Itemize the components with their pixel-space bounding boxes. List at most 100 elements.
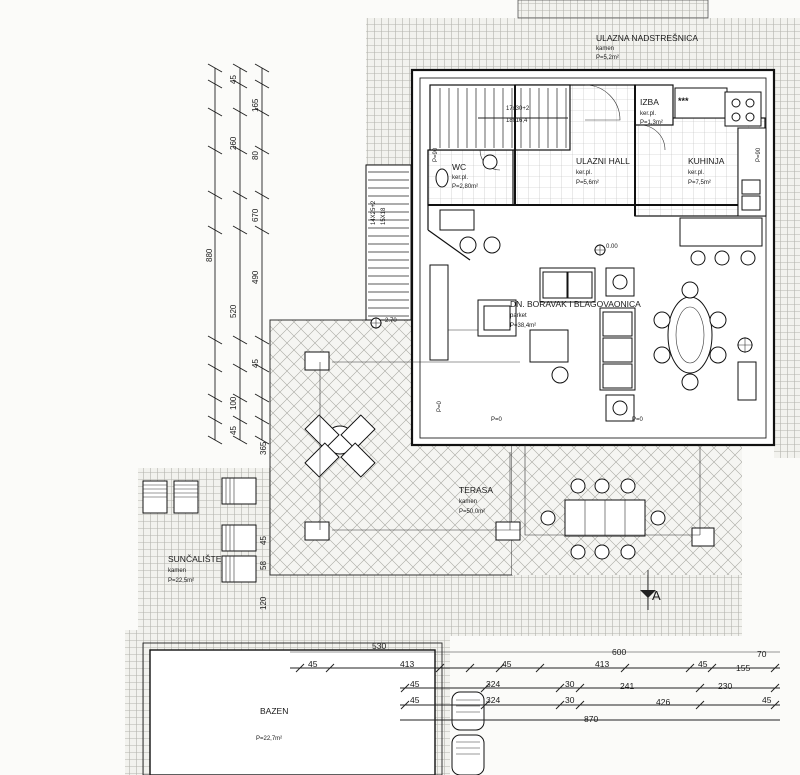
patio-table-set [304,414,376,478]
room-terasa-name: TERASA [459,485,493,495]
drawing-line [695,683,705,693]
drawing-line [232,393,248,403]
drawing-line [207,79,223,89]
drawing-line [325,663,335,673]
drawing-line [207,225,223,235]
drawing-line [535,663,545,673]
room-bazen-area: P=22,7m² [256,736,282,742]
drawing-line [254,225,270,235]
room-wc-name: WC [452,162,466,172]
dim-h-12: 30 [565,679,575,689]
room-ulazna-nadstresnica-name: ULAZNA NADSTREŠNICA [596,33,698,43]
drawing-line [207,107,223,117]
drawing-line [465,663,475,673]
dim-h-2: 600 [612,647,626,657]
dim-h-19: 45 [762,695,772,705]
pool-lounger-1 [451,691,485,731]
drawing-line [207,190,223,200]
dim-h-14: 230 [718,681,732,691]
room-kuhinja-material: ker.pl. [688,170,704,176]
room-izba-area: P=1,3m² [640,120,663,126]
drawing-line [207,335,223,345]
stove-burners [731,98,755,122]
coffee-table [529,329,569,363]
outdoor-dining [540,478,666,560]
drawing-line [207,415,223,425]
room-terasa-area: P=50,0m² [459,509,485,515]
drawing-line [770,700,780,710]
drawing-line [495,663,505,673]
side-stair-label-2: 15X18 [381,207,387,225]
drawing-line [707,663,717,673]
dim-v-5: 490 [251,270,260,284]
room-wc-area: P=2,80m² [452,184,478,190]
side-stair [365,164,412,321]
drawing-line [232,435,248,445]
drawing-line [232,415,248,425]
room-ulazna-nadstresnica-material: kamen [596,46,614,52]
oven-symbol: *** [678,96,689,106]
dim-h-16: 324 [486,695,500,705]
p-zero-1: P=0 [491,417,503,423]
dim-h-7: 413 [595,659,609,669]
drawing-line [575,700,585,710]
dim-v-8: 45 [229,426,238,435]
section-label: A [652,588,661,603]
drawing-line [254,335,270,345]
level-side: -2.70 [383,318,397,324]
sun-loungers [142,477,257,583]
dim-h-3: 70 [757,649,767,659]
section-marker [640,570,656,610]
room-ulazni-hall-material: ker.pl. [576,170,592,176]
room-ulazni-hall-name: ULAZNI HALL [576,156,630,166]
drawing-line [207,145,223,155]
room-terasa-material: kamen [459,499,477,505]
p90-right: P=90 [756,147,762,162]
room-kuhinja-area: P=7,5m² [688,180,711,186]
drawing-line [232,145,248,155]
drawing-line [207,435,223,445]
drawing-line [254,79,270,89]
dim-h-17: 30 [565,695,575,705]
drawing-line [232,107,248,117]
level-ground: 0.00 [606,244,618,250]
drawing-line [254,107,270,117]
dim-v-4: 80 [251,151,260,160]
island-counter [679,217,763,247]
pool-lounger-2 [451,734,485,775]
room-izba-name: IZBA [640,97,659,107]
main-stair-label-1: 17x30+2 [506,106,530,112]
drawing-line [695,700,705,710]
room-dnevni-boravak-area: P=38,4m² [510,323,536,329]
dim-h-5: 413 [400,659,414,669]
kitchen-counter [674,87,728,119]
room-dnevni-boravak-material: parket [510,313,527,319]
room-wc-material: ker.pl. [452,175,468,181]
drawing-line [232,79,248,89]
drawing-line [685,663,695,673]
wc-toilet [435,168,449,188]
drawing-line [232,63,248,73]
drawing-line [770,683,780,693]
dim-v-7: 100 [229,396,238,410]
room-suncaliste-name: SUNČALIŠTE [168,554,222,564]
drawing-line [555,683,565,693]
dim-v-9: 520 [229,304,238,318]
room-dnevni-boravak-name: DN. BORAVAK I BLAGOVAONICA [510,299,641,309]
drawing-line [232,363,248,373]
dim-h-11: 324 [486,679,500,689]
dim-v-1: 45 [229,75,238,84]
drawing-line [575,683,585,693]
drawing-line [480,683,490,693]
room-suncaliste-material: kamen [168,568,186,574]
drawing-line [207,363,223,373]
room-ulazna-nadstresnica-area: P=5,2m² [596,55,619,61]
p90-left: P=90 [433,147,439,162]
drawing-line [295,663,305,673]
drawing-line [232,225,248,235]
dim-h-13: 241 [620,681,634,691]
pantry [634,84,674,126]
dim-v-14: 58 [259,561,268,570]
dim-v-3: 260 [229,136,238,150]
